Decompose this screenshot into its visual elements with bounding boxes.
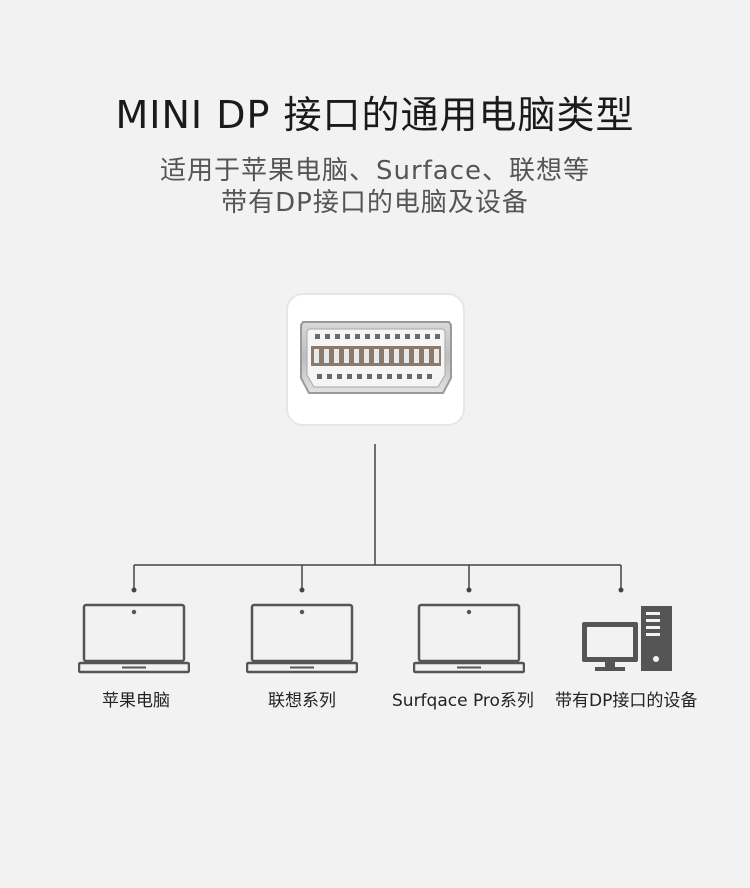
device-label-apple: 苹果电脑: [102, 691, 170, 711]
laptop-icon: [413, 603, 525, 674]
laptop-icon: [78, 603, 190, 674]
subtitle-line-1: 适用于苹果电脑、Surface、联想等: [159, 156, 591, 186]
subtitle-line-2: 带有DP接口的电脑及设备: [221, 188, 529, 218]
device-label-dp-devices: 带有DP接口的设备: [555, 691, 698, 711]
desktop-computer-icon: [582, 606, 672, 671]
page-title: MINI DP 接口的通用电脑类型: [115, 93, 635, 137]
device-label-surface: Surfqace Pro系列: [392, 691, 534, 711]
mini-dp-connector-icon: [286, 293, 465, 426]
laptop-icon: [246, 603, 358, 674]
device-label-lenovo: 联想系列: [268, 691, 336, 711]
